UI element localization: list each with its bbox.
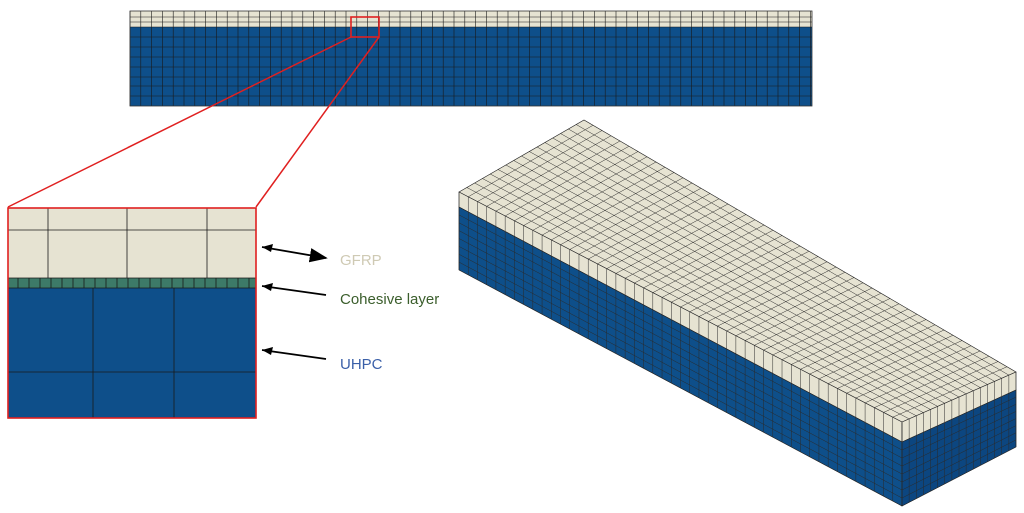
zoom-connector-right: [255, 36, 380, 208]
zoom-detail-panel: [7, 207, 257, 419]
zoom-region-box: [350, 16, 380, 38]
cohesive-layer-label: Cohesive layer: [340, 291, 440, 308]
detail-gfrp-layer: [8, 208, 256, 278]
beam-3d-model: [458, 119, 1017, 507]
beam-section-strip: [129, 10, 813, 107]
detail-frame: [7, 207, 257, 419]
block-mesh-lines: [458, 119, 1017, 507]
detail-cohesive-layer: [8, 278, 256, 288]
strip-outline: [129, 10, 813, 107]
zoom-connector-left: [7, 36, 352, 208]
strip-uhpc-layer: [130, 27, 812, 106]
gfrp-label: GFRP: [340, 252, 382, 269]
uhpc-label: UHPC: [340, 356, 383, 373]
gfrp-arrow: [261, 246, 328, 263]
strip-mesh-lines: [129, 11, 812, 106]
uhpc-arrow: [261, 349, 327, 360]
strip-gfrp-layer: [130, 11, 812, 27]
detail-uhpc-layer: [8, 288, 256, 418]
cohesive-arrow: [261, 285, 327, 296]
detail-mesh-lines: [8, 208, 256, 418]
